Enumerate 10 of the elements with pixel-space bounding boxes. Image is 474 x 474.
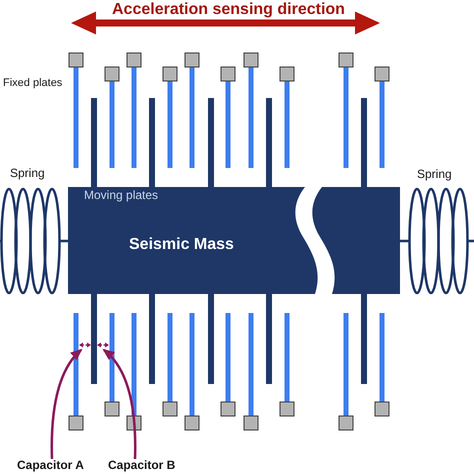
spring-label: Spring xyxy=(417,168,452,182)
direction-label: Acceleration sensing direction xyxy=(112,1,345,20)
plate-label: Fixed plates xyxy=(3,77,62,90)
leader-arrow xyxy=(50,348,82,460)
leader-arrow xyxy=(102,348,136,460)
capacitor-label: Capacitor A xyxy=(17,459,84,473)
mass-label: Seismic Mass xyxy=(129,236,234,254)
capacitor-label: Capacitor B xyxy=(108,459,176,473)
spring-label: Spring xyxy=(10,167,45,181)
plate-label: Moving plates xyxy=(84,189,158,203)
